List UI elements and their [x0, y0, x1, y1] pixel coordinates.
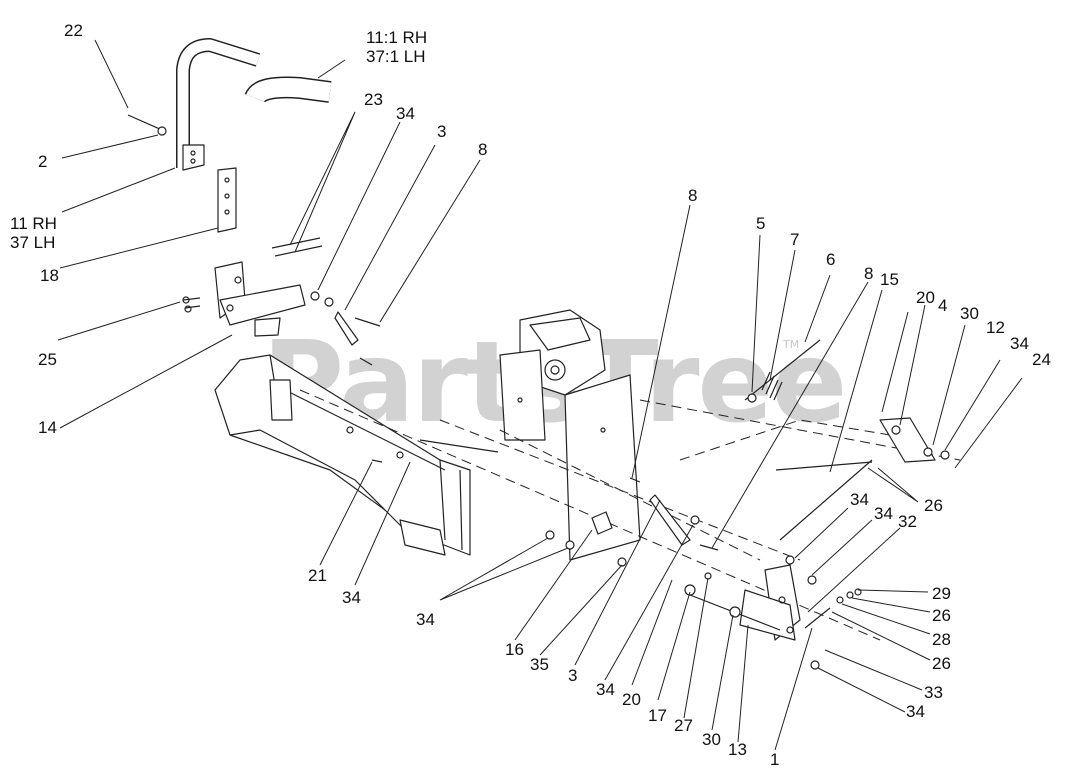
spring-rod-assembly [744, 339, 873, 471]
hydraulic-pump-part [499, 309, 641, 561]
callout-11-37: 11 RH 37 LH [10, 214, 57, 252]
callout-17: 17 [648, 706, 667, 725]
callout-32: 32 [898, 512, 917, 531]
lower-pivot-bracket-part [689, 564, 862, 641]
callout-18: 18 [40, 266, 59, 285]
callout-34: 34 [1010, 334, 1029, 353]
callout-33: 33 [924, 683, 943, 702]
callout-3: 3 [437, 122, 447, 141]
callout-3: 3 [568, 666, 578, 685]
callout-34: 34 [596, 680, 615, 699]
callout-8: 8 [864, 264, 874, 283]
leader-lines [57, 39, 1023, 751]
callout-22: 22 [64, 21, 83, 40]
callout-13: 13 [728, 740, 747, 759]
callout-28: 28 [932, 630, 951, 649]
callout-34: 34 [874, 504, 893, 523]
callout-25: 25 [38, 350, 57, 369]
callout-2: 2 [38, 152, 48, 171]
callout-11-37-ratio: 11:1 RH 37:1 LH [366, 28, 428, 66]
callout-27: 27 [674, 716, 693, 735]
callout-34: 34 [850, 490, 869, 509]
callout-34: 34 [416, 610, 435, 629]
callout-34: 34 [396, 104, 415, 123]
callout-26: 26 [924, 496, 943, 515]
callout-14: 14 [38, 418, 57, 437]
callout-24: 24 [1032, 350, 1051, 369]
callout-26: 26 [932, 606, 951, 625]
callout-5: 5 [756, 214, 766, 233]
callout-21: 21 [308, 566, 327, 585]
callout-6: 6 [826, 250, 836, 269]
callout-16: 16 [505, 640, 524, 659]
callout-7: 7 [790, 230, 800, 249]
fasteners-upper-left [127, 114, 381, 366]
callout-34: 34 [342, 588, 361, 607]
callout-29: 29 [932, 584, 951, 603]
callout-20: 20 [916, 288, 935, 307]
callout-26: 26 [932, 654, 951, 673]
callout-23: 23 [364, 90, 383, 109]
callout-8: 8 [688, 186, 698, 205]
phantom-lines [299, 389, 961, 641]
right-link-assembly [779, 417, 950, 541]
callout-34: 34 [906, 702, 925, 721]
callout-8: 8 [478, 140, 488, 159]
control-handle-part [176, 38, 332, 171]
callout-30: 30 [702, 730, 721, 749]
main-frame-part [214, 354, 499, 556]
callout-35: 35 [530, 655, 549, 674]
callout-12: 12 [986, 318, 1005, 337]
callout-4: 4 [938, 296, 948, 315]
callout-1: 1 [770, 750, 780, 769]
watermark-trademark: TM [783, 338, 800, 351]
callout-20: 20 [622, 690, 641, 709]
callout-30: 30 [960, 304, 979, 323]
pivot-bracket-part [214, 237, 323, 337]
link-plate-part [217, 167, 237, 233]
callout-15: 15 [880, 270, 899, 289]
